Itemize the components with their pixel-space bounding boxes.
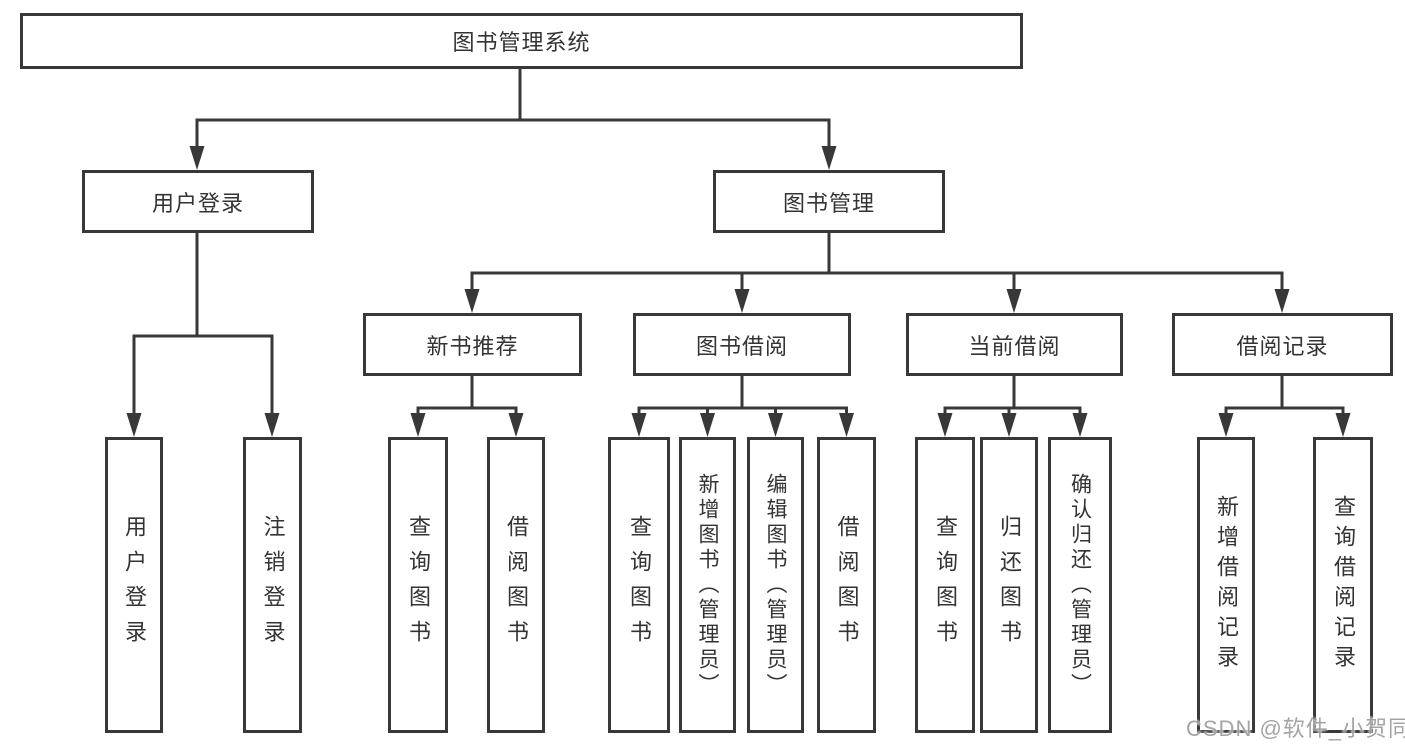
connector-borrow-records-children <box>1218 376 1351 437</box>
node-label: 当前借阅 <box>968 333 1061 359</box>
node-label: 查询图书 <box>406 515 431 655</box>
node-label: 借阅记录 <box>1236 333 1329 359</box>
arrowhead-icon <box>1218 413 1234 437</box>
connector-book-borrow-children <box>631 376 854 437</box>
leaf-query-books-3: 查询图书 <box>915 437 975 733</box>
node-label: 查询图书 <box>627 515 652 655</box>
leaf-query-books-2: 查询图书 <box>608 437 670 733</box>
node-label: 用户登录 <box>122 515 147 655</box>
arrowhead-icon <box>768 413 783 437</box>
arrowhead-icon <box>410 413 426 437</box>
connector-user-login-children <box>126 233 280 437</box>
node-new-book-recommend: 新书推荐 <box>363 313 582 376</box>
arrowhead-icon <box>126 413 142 437</box>
arrowhead-icon <box>1001 413 1017 437</box>
node-label: 编辑图书（管理员） <box>764 472 787 698</box>
arrowhead-icon <box>821 146 837 170</box>
node-label: 查询借阅记录 <box>1331 495 1356 675</box>
arrowhead-icon <box>1072 413 1088 437</box>
node-library-management-system: 图书管理系统 <box>20 13 1023 69</box>
node-label: 用户登录 <box>151 190 244 216</box>
node-label: 查询图书 <box>933 515 958 655</box>
leaf-return-books: 归还图书 <box>980 437 1038 733</box>
connector-root-to-level2 <box>189 69 837 170</box>
node-label: 新增借阅记录 <box>1214 495 1239 675</box>
node-label: 注销登录 <box>260 515 286 655</box>
node-borrow-records: 借阅记录 <box>1172 313 1393 376</box>
arrowhead-icon <box>631 413 647 437</box>
node-label: 图书管理系统 <box>452 30 591 55</box>
leaf-query-books-1: 查询图书 <box>388 437 448 733</box>
node-label: 图书管理 <box>782 190 875 216</box>
arrowhead-icon <box>734 289 750 313</box>
leaf-logout: 注销登录 <box>243 437 302 733</box>
connector-book-management-children <box>464 233 1290 313</box>
leaf-add-borrow-record: 新增借阅记录 <box>1197 437 1255 733</box>
node-book-borrow: 图书借阅 <box>633 313 851 376</box>
node-label: 新书推荐 <box>426 333 519 359</box>
node-book-management: 图书管理 <box>713 170 945 233</box>
leaf-query-borrow-record: 查询借阅记录 <box>1313 437 1373 733</box>
leaf-add-books-admin: 新增图书（管理员） <box>679 437 736 733</box>
arrowhead-icon <box>264 413 280 437</box>
node-user-login: 用户登录 <box>82 170 314 233</box>
node-current-borrow: 当前借阅 <box>906 313 1123 376</box>
arrowhead-icon <box>1274 289 1290 313</box>
arrowhead-icon <box>464 289 480 313</box>
leaf-borrow-books-1: 借阅图书 <box>487 437 545 733</box>
node-label: 借阅图书 <box>834 515 860 655</box>
csdn-watermark: CSDN @软件_小贺同学 <box>1186 716 1405 741</box>
connector-current-borrow-children <box>937 376 1088 437</box>
connector-new-books-children <box>410 376 524 437</box>
node-label: 归还图书 <box>997 515 1022 655</box>
node-label: 图书借阅 <box>695 333 788 359</box>
leaf-confirm-return-admin: 确认归还（管理员） <box>1048 437 1112 733</box>
arrowhead-icon <box>839 413 854 437</box>
arrowhead-icon <box>1006 289 1022 313</box>
arrowhead-icon <box>937 413 953 437</box>
node-label: 确认归还（管理员） <box>1068 472 1092 698</box>
node-label: 借阅图书 <box>504 515 529 655</box>
leaf-edit-books-admin: 编辑图书（管理员） <box>747 437 804 733</box>
arrowhead-icon <box>508 413 524 437</box>
arrowhead-icon <box>1335 413 1351 437</box>
leaf-user-login: 用户登录 <box>105 437 163 733</box>
node-label: 新增图书（管理员） <box>696 472 719 698</box>
arrowhead-icon <box>189 146 205 170</box>
leaf-borrow-books-2: 借阅图书 <box>817 437 876 733</box>
arrowhead-icon <box>700 413 715 437</box>
